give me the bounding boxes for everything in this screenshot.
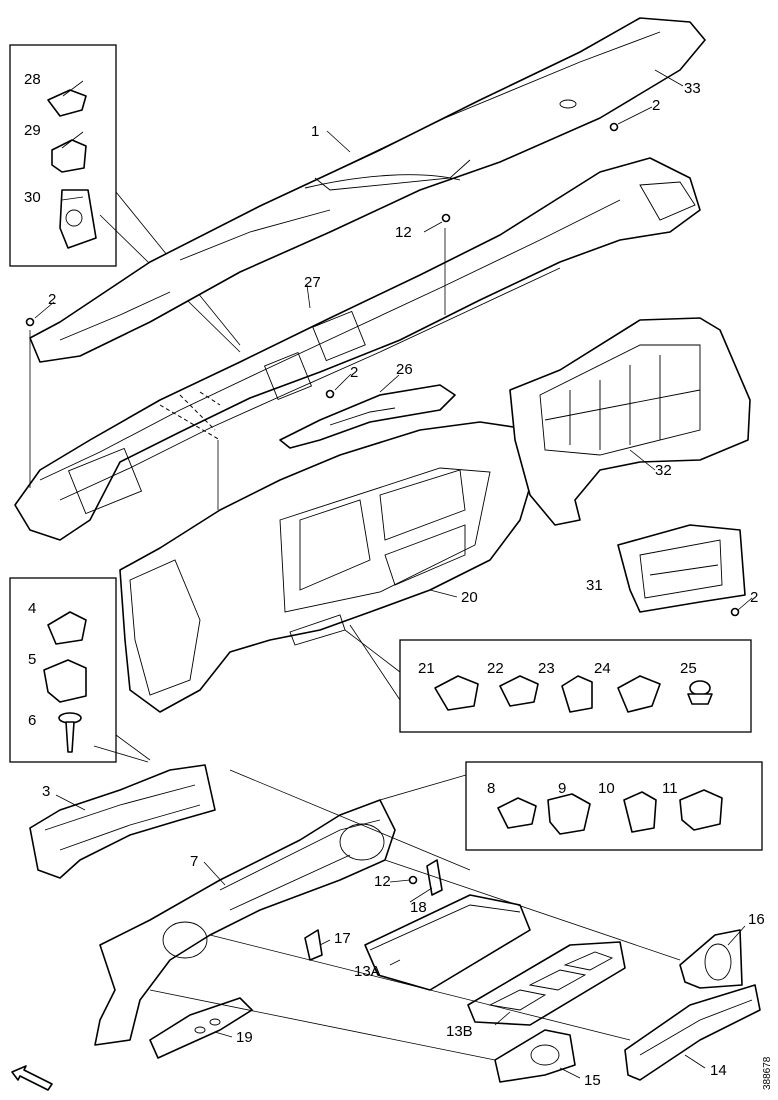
callout-12b: 12	[374, 873, 391, 890]
callout-32: 32	[655, 462, 672, 479]
part-13b-tray	[467, 941, 626, 1026]
clip-9-icon	[547, 793, 591, 835]
clip-5-icon	[43, 659, 87, 703]
callout-13b: 13B	[446, 1023, 473, 1040]
callout-27: 27	[304, 274, 321, 291]
callout-12a: 12	[395, 224, 412, 241]
callout-20: 20	[461, 589, 478, 606]
assembly-leaders	[29, 228, 681, 1061]
part-7-lower-support	[94, 799, 396, 1046]
callout-31: 31	[586, 577, 603, 594]
part-31-vent-housing	[617, 524, 746, 613]
part-dash-beam	[14, 157, 701, 541]
callout-4: 4	[28, 600, 36, 617]
clip-10-icon	[623, 791, 657, 833]
callout-1: 1	[311, 123, 319, 140]
callout-18: 18	[410, 899, 427, 916]
part-right-bracket	[509, 317, 751, 526]
detail-box-clips-4-6	[9, 577, 117, 763]
callout-24: 24	[594, 660, 611, 677]
clip-21-icon	[434, 675, 479, 711]
part-19-lower-bracket	[149, 997, 253, 1059]
callout-13a: 13A	[354, 963, 381, 980]
detail-box-clips-28-30	[9, 44, 117, 267]
detail-box-clips-21-25	[399, 639, 752, 733]
part-14-trim-strip	[624, 984, 761, 1081]
clip-30-icon	[59, 189, 97, 249]
clip-24-icon	[617, 675, 661, 713]
callout-23: 23	[538, 660, 555, 677]
clip-25-screw-icon	[687, 680, 713, 705]
callout-9: 9	[558, 780, 566, 797]
part-15-vent-bezel	[494, 1029, 576, 1083]
callout-8: 8	[487, 780, 495, 797]
callout-25: 25	[680, 660, 697, 677]
callout-labels: 1 2 2 2 2 3 4 5 6 7 8 9 10 11 12 12 13A …	[24, 71, 765, 1089]
callout-14: 14	[710, 1062, 727, 1079]
callout-19: 19	[236, 1029, 253, 1046]
part-16-vent-bezel	[679, 929, 743, 989]
part-17-clip	[304, 929, 323, 961]
clip-28-icon	[47, 89, 87, 117]
part-13a-glove-box	[364, 894, 531, 991]
callout-2a: 2	[652, 97, 660, 114]
callout-22: 22	[487, 660, 504, 677]
callout-leaders	[34, 69, 753, 1079]
part-upper-dash-cover	[29, 17, 706, 363]
callout-15: 15	[584, 1072, 601, 1089]
callout-26: 26	[396, 361, 413, 378]
callout-11: 11	[662, 780, 678, 797]
callout-6: 6	[28, 712, 36, 729]
callout-2b: 2	[48, 291, 56, 308]
clip-6-screw-icon	[58, 712, 82, 753]
detail-box-clips-8-11	[465, 761, 763, 851]
part-3-lower-panel	[29, 764, 216, 879]
callout-28: 28	[24, 71, 41, 88]
clip-11-icon	[679, 789, 723, 831]
callout-7: 7	[190, 853, 198, 870]
callout-3: 3	[42, 783, 50, 800]
callout-21: 21	[418, 660, 435, 677]
clip-22-icon	[499, 675, 539, 707]
clip-8-icon	[497, 797, 537, 829]
callout-17: 17	[334, 930, 351, 947]
reference-number: 388678	[762, 1056, 773, 1090]
callout-5: 5	[28, 651, 36, 668]
callout-2d: 2	[750, 589, 758, 606]
part-26-bracket	[279, 384, 456, 449]
arrow-icon	[11, 1065, 53, 1091]
screw-icons	[25, 122, 740, 885]
part-center-frame	[119, 421, 536, 713]
clip-4-icon	[47, 611, 87, 645]
callout-29: 29	[24, 122, 41, 139]
callout-16: 16	[748, 911, 765, 928]
callout-2c: 2	[350, 364, 358, 381]
part-18-clip	[426, 859, 443, 896]
callout-30: 30	[24, 189, 41, 206]
clip-23-icon	[561, 675, 593, 713]
clip-29-icon	[51, 139, 87, 173]
callout-33: 33	[684, 80, 701, 97]
callout-10: 10	[598, 780, 615, 797]
